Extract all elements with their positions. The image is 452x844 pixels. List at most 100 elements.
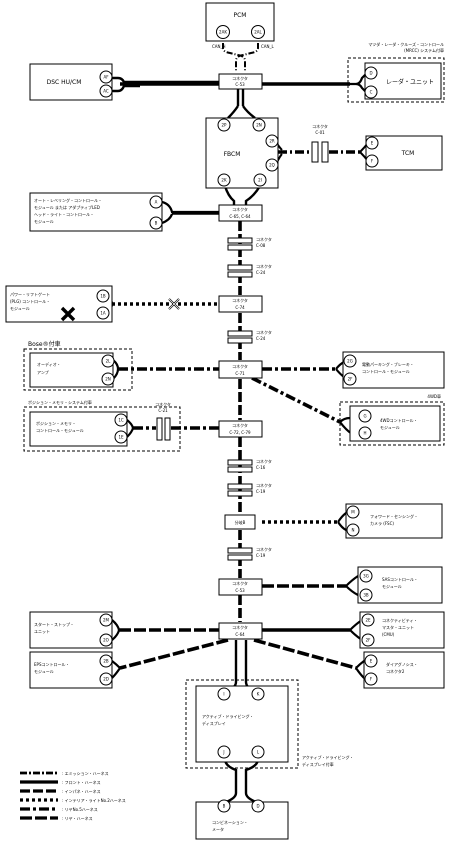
radar-option-line1: マツダ・レーダ・クルーズ・コントロール [368,41,444,47]
fault-x-icon [60,306,76,322]
can-l-label: CAN_L [261,44,275,49]
svg-text:コネクタ: コネクタ [232,580,248,586]
memory-line1: ポジション・メモリ・ [36,420,76,426]
svg-text:1C: 1C [118,418,124,423]
startstop-box [29,611,113,649]
pin: 1C [114,413,128,427]
startstop-line1: スタート・ストップ・ [34,621,74,627]
pcm-can-wire [222,32,259,72]
svg-text:2D: 2D [103,677,109,682]
connector-c19-lower: コネクタ C-19 [227,546,272,561]
pin: 1B [96,289,110,303]
svg-text:F: F [371,159,374,164]
svg-text:コネクタ: コネクタ [232,624,248,630]
connector-c74: コネクタ C-74 [218,295,263,313]
svg-text:2F: 2F [366,638,372,643]
dsc-label: DSC HU/CM [47,79,82,86]
pin: 2F [343,372,357,386]
svg-text:コネクタ: コネクタ [232,206,248,212]
connector-c08: コネクタ C-08 [227,236,272,251]
svg-text:1B: 1B [100,294,106,299]
pin: 2R [265,134,279,148]
pin: 1A [96,306,110,320]
legend-item-rear: : リヤ・ハーネス [20,815,93,821]
svg-text:N: N [352,528,355,533]
plg-box [5,285,113,323]
svg-text:L: L [257,750,260,755]
pin: E [364,654,378,668]
svg-text:3B: 3B [363,593,369,598]
connector-c24-lower: コネクタ C-24 [227,329,272,344]
junction-b: 分岐B [224,514,256,530]
headlight-line1: オート・レベリング・コントロール・ [34,197,102,203]
svg-text:C-21: C-21 [158,408,168,413]
connector-c72: コネクタ C-72, C-79 [218,420,263,438]
pin: D [251,799,265,813]
pin: F [364,672,378,686]
pin: B [217,799,231,813]
pin: 2E [361,613,375,627]
connector-c19-upper: コネクタ C-19 [227,482,272,497]
pin: 3B [359,588,373,602]
pin: 2M [99,613,113,627]
svg-text:2B: 2B [103,659,109,664]
startstop-line2: ユニット [34,629,50,634]
connector-c24-upper: コネクタ C-24 [227,263,272,278]
tcm-label: TCM [401,150,415,157]
svg-text:コネクタ: コネクタ [232,363,248,369]
awd-option-label: 4WD車 [427,393,441,399]
pin: M [346,505,360,519]
audio-line1: オーディオ・ [37,361,61,367]
svg-text:2N: 2N [256,123,262,128]
svg-text:: フロント・ハーネス: : フロント・ハーネス [62,779,101,785]
meter-box [195,801,289,840]
headlight-line3: ヘッド・ライト・コントロール・ [34,211,94,217]
harness-wires [107,32,369,804]
svg-text:2N: 2N [105,377,111,382]
svg-text:C-65, C-64: C-65, C-64 [229,214,251,219]
plg-line1: パワー・リフトゲート [10,291,50,297]
svg-text:2M: 2M [103,618,110,623]
legend-item-emission: : エミッション・ハーネス [20,770,109,776]
pin: 2P [217,118,231,132]
svg-text:コネクタ: コネクタ [232,75,248,81]
eps-box [29,651,113,689]
legend: : エミッション・ハーネス : フロント・ハーネス : インパネ・ハーネス : … [20,770,126,821]
pin: C [364,85,378,99]
fbcm-label: FBCM [224,151,241,158]
svg-text:1A: 1A [100,311,106,316]
dsc-box [29,63,113,101]
svg-text:C-16: C-16 [256,465,266,470]
audio-line2: アンプ [37,369,49,375]
svg-text:コネクタ: コネクタ [256,458,272,464]
add-box [195,685,289,763]
pin: 3G [359,569,373,583]
svg-text:コネクタ: コネクタ [232,297,248,303]
pcm-label: PCM [234,12,247,19]
legend-item-rear5: : リヤNo.5ハーネス [20,806,98,812]
connector-c21: コネクタ C-21 [155,401,171,441]
pin: F [365,154,379,168]
svg-text:C-72, C-79: C-72, C-79 [229,430,251,435]
pin: 2Q [265,158,279,172]
svg-text:: インパネ・ハーネス: : インパネ・ハーネス [62,788,101,794]
epb-line1: 電動パーキング・ブレーキ・ [362,361,414,367]
svg-text:C-53: C-53 [235,588,245,593]
meter-wire [223,758,260,804]
radar-option-frame [347,57,445,103]
svg-text:J: J [222,750,224,755]
headlight-line2: モジュール または アダプティブLED [34,204,100,210]
connector-c71: コネクタ C-71 [218,360,263,379]
add-option-frame [185,679,299,769]
epb-line2: コントロール・モジュール [362,369,410,374]
headlight-box [29,192,163,232]
audio-box [29,352,114,388]
svg-text:D: D [256,804,259,809]
pin: 2L [101,354,115,368]
awd-wire [251,376,341,424]
audio-option-label: Bose®付車 [28,340,61,348]
svg-text:C-24: C-24 [256,336,266,341]
svg-text:G: G [363,414,366,419]
svg-text:: リヤ・ハーネス: : リヤ・ハーネス [62,815,93,821]
